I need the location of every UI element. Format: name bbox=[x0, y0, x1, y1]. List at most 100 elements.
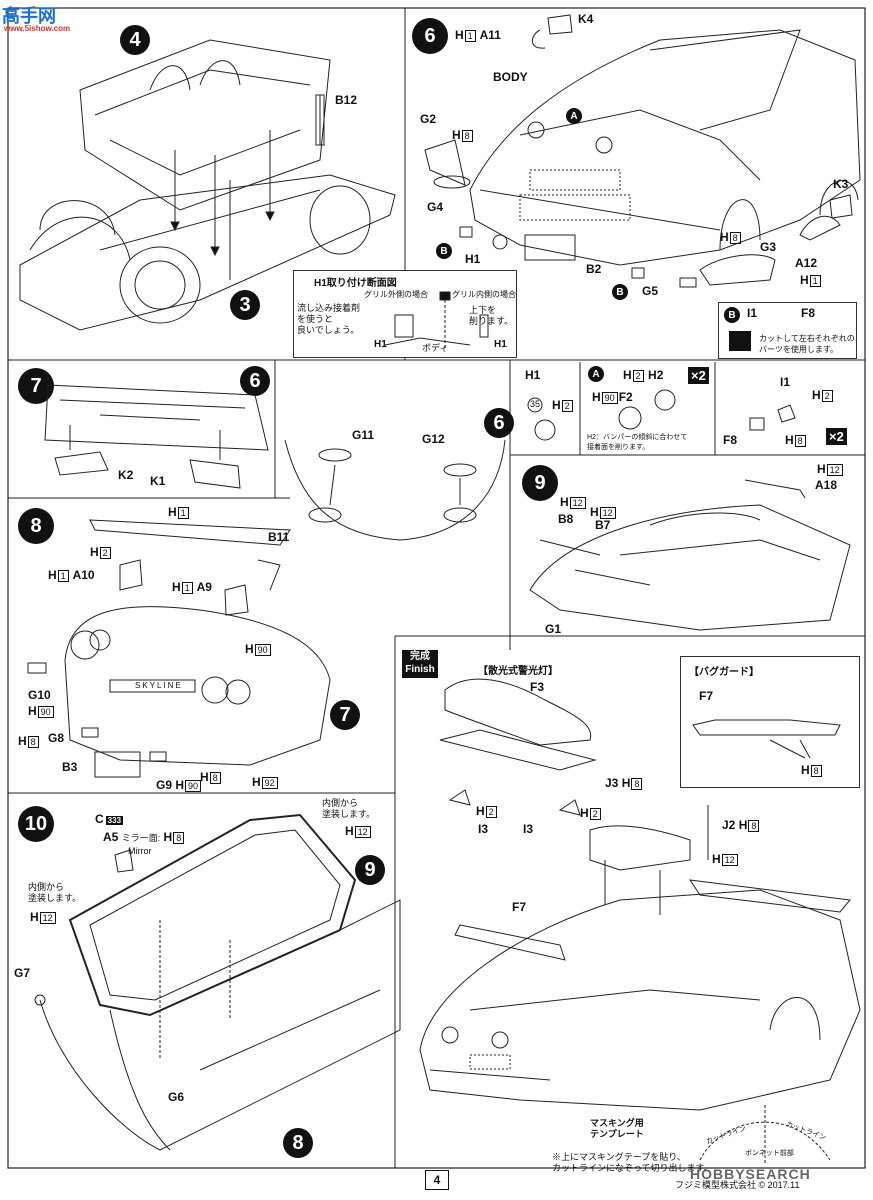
step-badge-3: 3 bbox=[230, 290, 260, 320]
part-label-a12: A12 bbox=[795, 256, 818, 270]
g6-label: G6 bbox=[168, 1090, 185, 1104]
i1-label-detail: I1 bbox=[780, 375, 791, 389]
ref-marker-a2: A bbox=[588, 366, 604, 382]
i1-label: I1 bbox=[747, 306, 758, 320]
g7-label: G7 bbox=[14, 966, 31, 980]
step-badge-6c: 6 bbox=[484, 408, 514, 438]
h1-detail-label: H1 bbox=[525, 368, 541, 382]
part-label-b2: B2 bbox=[586, 262, 602, 276]
f3-label: F3 bbox=[530, 680, 545, 694]
h1-right: H1 bbox=[494, 339, 507, 350]
part-label-h1-grille: H1 bbox=[465, 252, 481, 266]
step-badge-10: 10 bbox=[18, 806, 54, 842]
step-badge-9: 9 bbox=[522, 465, 558, 501]
watermark-logo: 高手网 bbox=[2, 6, 56, 26]
step-badge-6: 6 bbox=[412, 18, 448, 54]
watermark-url: www.5ishow.com bbox=[4, 24, 71, 33]
inner-grille-label: グリル内側の場合 bbox=[452, 290, 516, 299]
masking-note: ※上にマスキングテープを貼り、 カットラインになぞって切り出します。 bbox=[552, 1152, 713, 1173]
bugguard-heading: 【バグガード】 bbox=[689, 667, 759, 678]
part-label-b12: B12 bbox=[335, 93, 358, 107]
i1-note: カットして左右それぞれの パーツを使用します。 bbox=[759, 334, 855, 354]
left-note: 流し込み接着剤 を使うと 良いでしょう。 bbox=[297, 303, 361, 335]
i1-section-box: B I1 F8 カットして左右それぞれの パーツを使用します。 bbox=[718, 302, 857, 359]
part-label-g3: G3 bbox=[760, 240, 777, 254]
h2-note: H2：バンパーの傾斜に合わせて 接着面を削ります。 bbox=[587, 434, 688, 451]
part-label-k3: K3 bbox=[833, 177, 849, 191]
step-badge-8: 8 bbox=[18, 508, 54, 544]
ref-marker-a: A bbox=[566, 108, 582, 124]
f8-label: F8 bbox=[801, 306, 816, 320]
b7-label: B7 bbox=[595, 518, 611, 532]
bonnet-label: ボンネット前部 bbox=[745, 1150, 794, 1157]
outer-grille-label: グリル外側の場合 bbox=[364, 290, 428, 299]
step-badge-7b: 7 bbox=[330, 700, 360, 730]
body-label: ボディ bbox=[422, 343, 449, 353]
step-badge-8b: 8 bbox=[283, 1128, 313, 1158]
part-label-k2: K2 bbox=[118, 468, 134, 482]
watermark-hobbysearch: HOBBYSEARCH bbox=[690, 1166, 811, 1182]
copyright: フジミ模型株式会社 © 2017.11 bbox=[675, 1180, 800, 1190]
cut-icon bbox=[729, 331, 751, 351]
page-number: 4 bbox=[425, 1170, 449, 1190]
b3-label: B3 bbox=[62, 760, 78, 774]
x2-badge-b: ×2 bbox=[826, 428, 847, 445]
part-label-body: BODY bbox=[493, 70, 528, 84]
part-label-g2: G2 bbox=[420, 112, 437, 126]
finish-badge: 完成 Finish bbox=[402, 650, 438, 678]
f7-label: F7 bbox=[699, 689, 714, 703]
step-badge-6b: 6 bbox=[240, 366, 270, 396]
plate-text: SKYLINE bbox=[135, 681, 183, 690]
h1-section-box: H1取り付け断面図 グリル外側の場合 グリル内側の場合 流し込み接着剤 を使うと… bbox=[293, 270, 517, 358]
masking-label: マスキング用 テンプレート bbox=[590, 1118, 644, 1139]
g10-label: G10 bbox=[28, 688, 51, 702]
h1-left: H1 bbox=[374, 339, 387, 350]
ref-marker-b3: B bbox=[724, 307, 740, 323]
part-label-k4: K4 bbox=[578, 12, 594, 26]
b8-label: B8 bbox=[558, 512, 574, 526]
mirror-label: Mirror bbox=[128, 846, 152, 856]
inner-paint-note-1: 内側から 塗装します。 bbox=[322, 798, 376, 819]
i3b-label: I3 bbox=[523, 822, 534, 836]
b11-label: B11 bbox=[268, 530, 290, 544]
finish-title: 完成 bbox=[410, 651, 430, 662]
